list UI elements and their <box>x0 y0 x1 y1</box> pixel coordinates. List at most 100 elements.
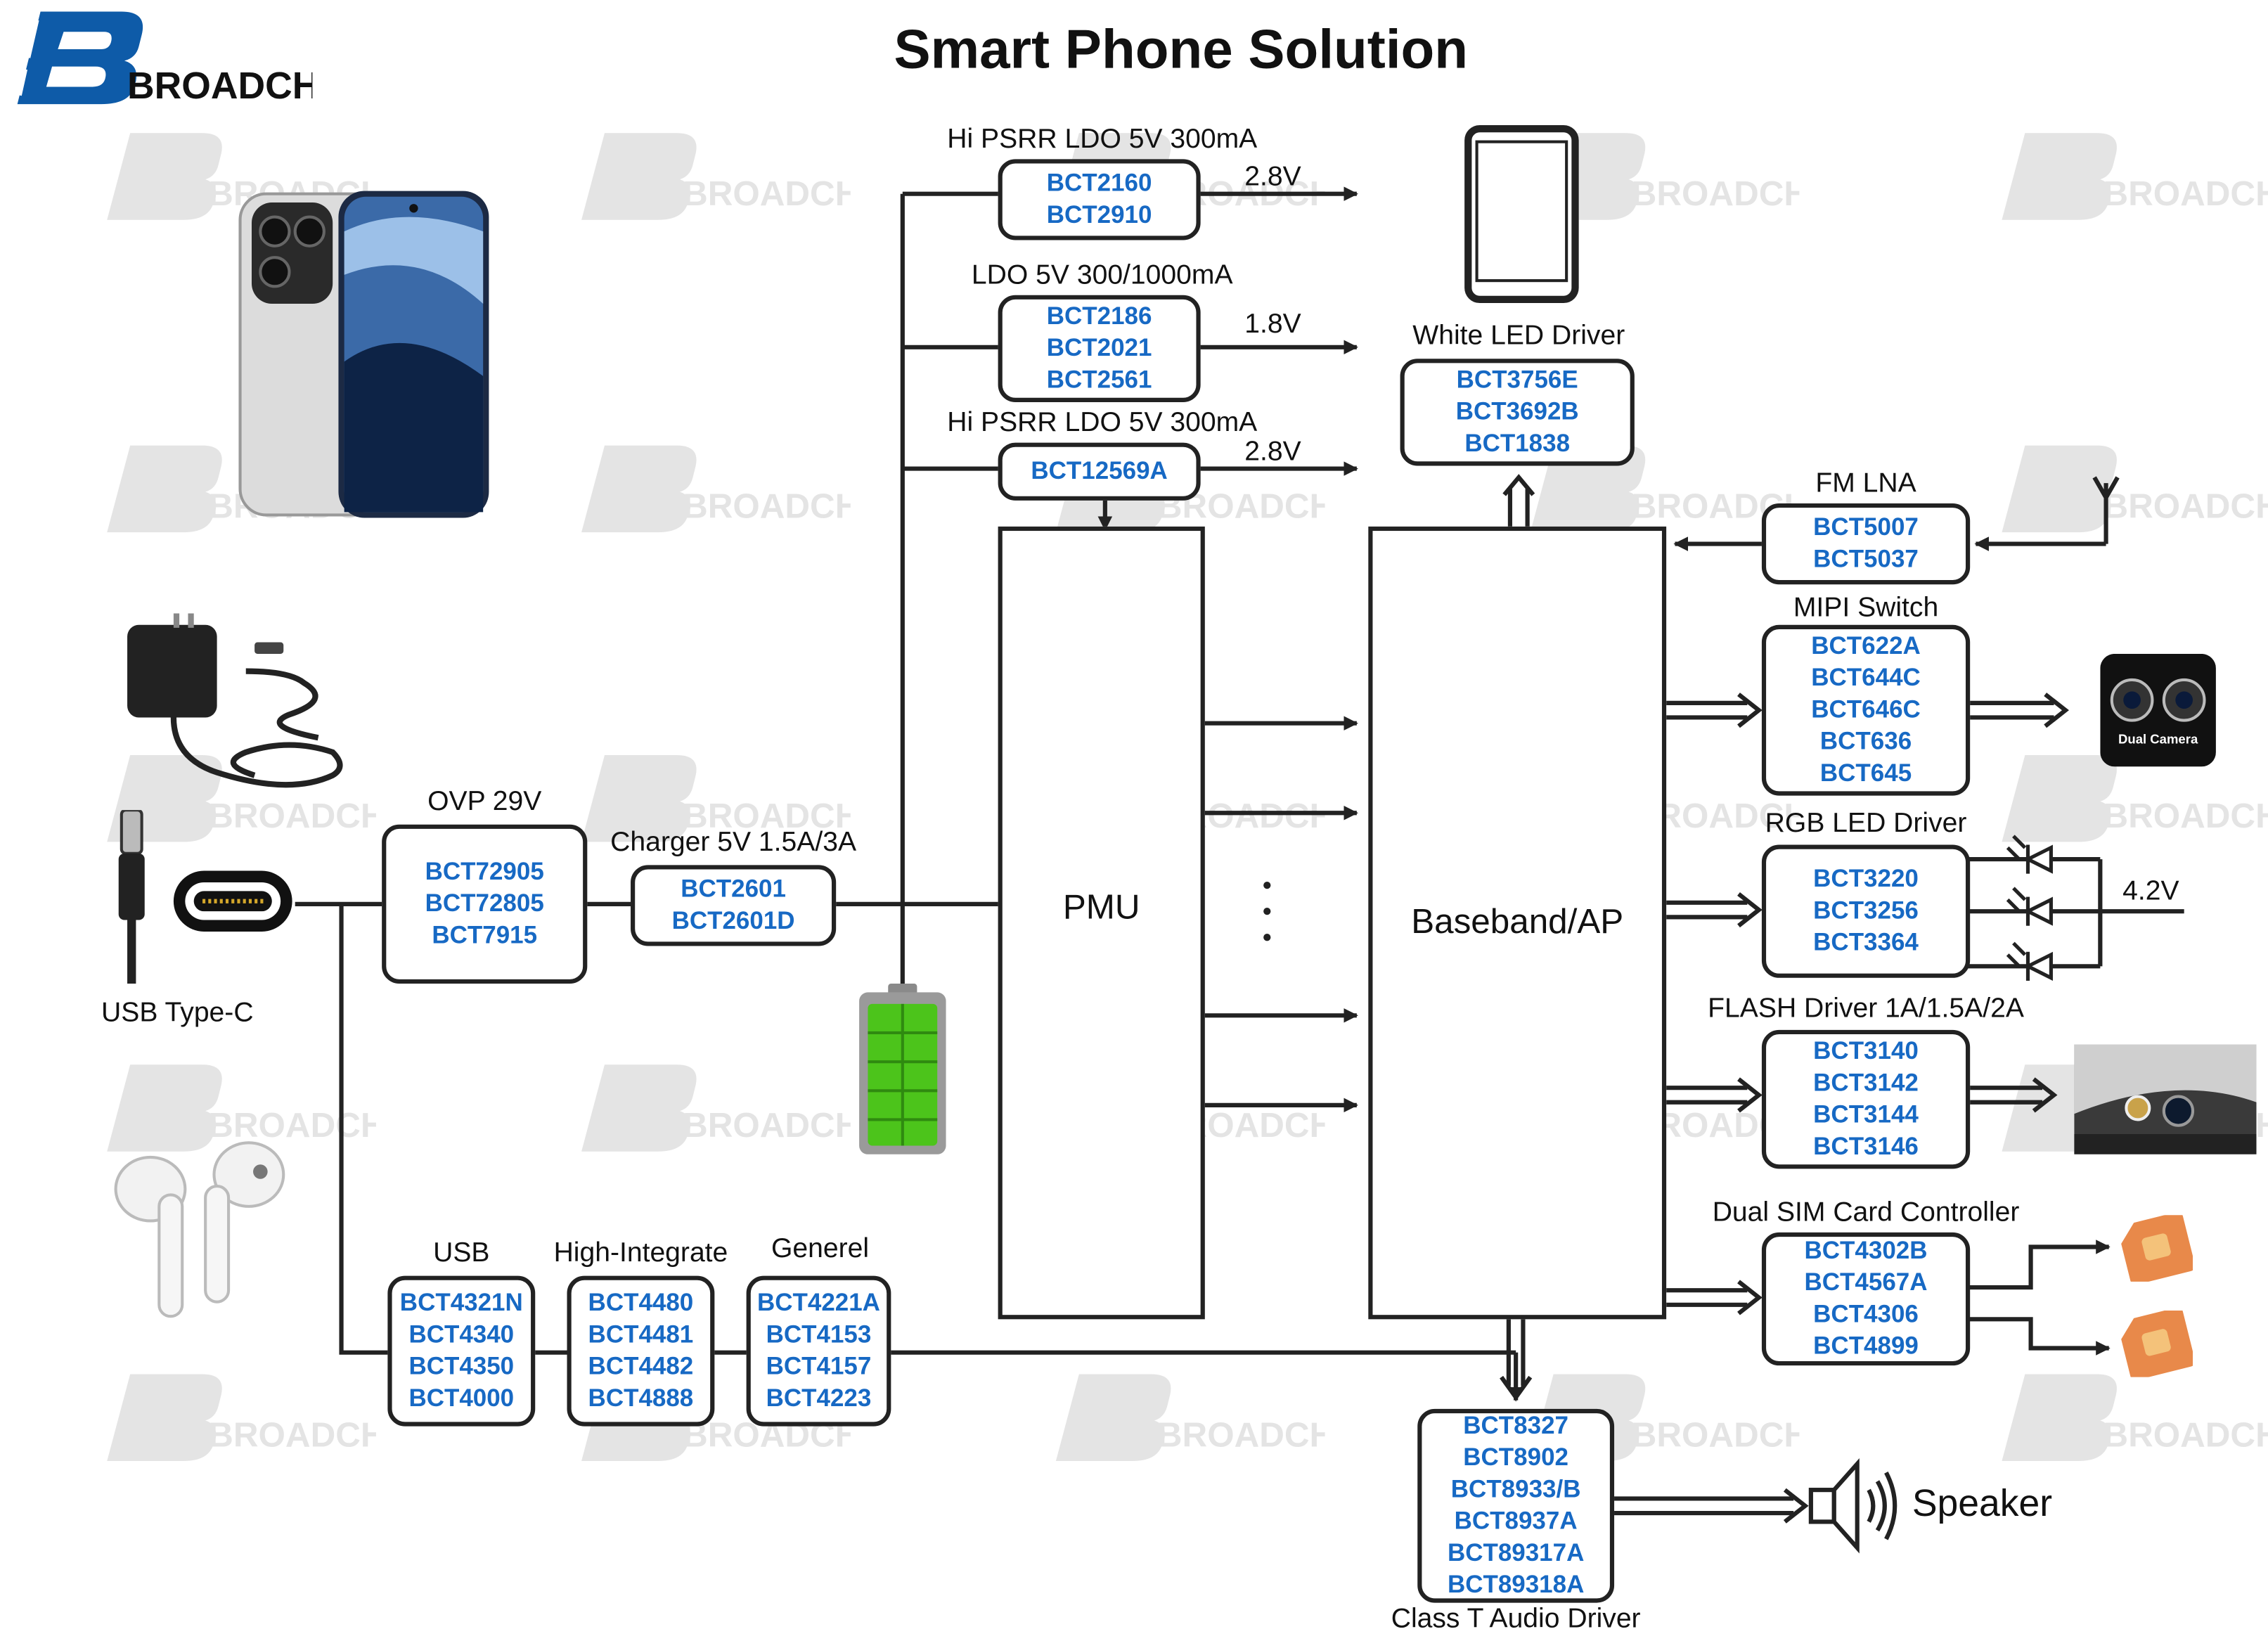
part-number: BCT2160 <box>1046 169 1152 197</box>
battery-icon <box>856 984 949 1157</box>
part-number: BCT4481 <box>588 1320 694 1349</box>
sim-card-icon-1 <box>2120 1211 2196 1285</box>
rgb-led-bus <box>1967 857 2184 969</box>
brand-name: BROADCHIP <box>127 65 312 107</box>
part-number: BCT4340 <box>408 1320 515 1349</box>
speaker-icon <box>1808 1457 1901 1554</box>
white-led-label: White LED Driver <box>1412 321 1625 352</box>
part-number: BCT3256 <box>1813 896 1919 925</box>
part-number: BCT4221A <box>756 1289 880 1317</box>
ldo2-voltage: 1.8V <box>1244 309 1301 340</box>
part-number: BCT89317A <box>1447 1539 1585 1567</box>
part-number: BCT4350 <box>408 1352 515 1380</box>
baseband-label: Baseband/AP <box>1411 902 1624 942</box>
dual-camera-label: Dual Camera <box>2118 732 2198 747</box>
mipi-to-camera <box>1970 700 2054 720</box>
part-number: BCT4153 <box>766 1320 872 1349</box>
part-number: BCT4302B <box>1804 1237 1928 1265</box>
bb-to-rgb <box>1666 900 1748 920</box>
sim-out-1 <box>1967 1240 2111 1290</box>
antenna-mast <box>2092 476 2120 544</box>
part-number: BCT4567A <box>1804 1268 1928 1296</box>
part-number: BCT4321N <box>399 1289 523 1317</box>
mipi-label: MIPI Switch <box>1793 593 1939 624</box>
part-number: BCT5037 <box>1813 545 1919 573</box>
part-number: BCT4306 <box>1813 1300 1919 1328</box>
part-number: BCT5007 <box>1813 513 1919 541</box>
usb-typec-port-icon <box>171 868 295 934</box>
page-title: Smart Phone Solution <box>894 20 1469 82</box>
ovp-label: OVP 29V <box>427 787 542 818</box>
audio-to-speaker <box>1614 1496 1794 1516</box>
generel-label: Generel <box>771 1233 870 1265</box>
usb-branch-line <box>339 903 388 1355</box>
part-number: BCT2021 <box>1046 334 1152 362</box>
ellipsis-dots <box>1263 881 1271 941</box>
audio-label: Class T Audio Driver <box>1391 1604 1641 1635</box>
part-number: BCT8902 <box>1463 1443 1568 1472</box>
part-number: BCT644C <box>1811 664 1921 692</box>
part-number: BCT4157 <box>766 1352 872 1380</box>
part-number: BCT2601D <box>671 906 795 935</box>
part-number: BCT12569A <box>1031 457 1168 485</box>
pmu-block: PMU <box>998 526 1205 1320</box>
part-number: BCT636 <box>1819 727 1912 755</box>
ldo2-label: LDO 5V 300/1000mA <box>971 260 1233 291</box>
part-number: BCT3142 <box>1813 1069 1919 1097</box>
part-number: BCT8933/B <box>1450 1475 1581 1503</box>
bb-to-flash <box>1666 1086 1748 1105</box>
part-number: BCT4482 <box>588 1352 694 1380</box>
diode-icon-2 <box>2006 887 2053 926</box>
part-number: BCT4480 <box>588 1289 694 1317</box>
usb-label: USB <box>433 1238 490 1269</box>
part-number: BCT645 <box>1819 759 1912 787</box>
part-number: BCT7915 <box>432 921 538 949</box>
part-number: BCT3692B <box>1455 397 1579 425</box>
broadchip-logo: BROADCHIP <box>8 6 355 107</box>
diode-icon-3 <box>2006 941 2053 981</box>
baseband-ap-block: Baseband/AP <box>1368 526 1667 1320</box>
ldo3-label: Hi PSRR LDO 5V 300mA <box>947 408 1258 439</box>
part-number: BCT2910 <box>1046 200 1152 229</box>
baseband-to-wled <box>1507 489 1530 527</box>
part-number: BCT4888 <box>588 1384 694 1412</box>
part-number: BCT4000 <box>408 1384 515 1412</box>
ldo3-voltage: 2.8V <box>1244 437 1301 468</box>
ldo1-voltage: 2.8V <box>1244 162 1301 193</box>
diode-icon-1 <box>2006 835 2053 874</box>
part-number: BCT72805 <box>425 889 544 918</box>
part-number: BCT646C <box>1811 695 1921 723</box>
earbuds-image <box>110 1137 312 1325</box>
part-number: BCT2601 <box>681 875 786 903</box>
part-number: BCT3140 <box>1813 1037 1919 1065</box>
flash-to-led <box>1970 1086 2043 1105</box>
part-number: BCT4223 <box>766 1384 872 1412</box>
usb-typec-label: USB Type-C <box>101 998 254 1029</box>
part-number: BCT8327 <box>1463 1412 1568 1440</box>
part-number: BCT8937A <box>1454 1507 1578 1535</box>
flash-camera-image <box>2074 1044 2257 1154</box>
sim-card-icon-2 <box>2120 1307 2196 1381</box>
sim-out-2 <box>1967 1317 2111 1356</box>
wled-arrowhead <box>1502 474 1535 496</box>
display-tablet-icon <box>1464 124 1580 304</box>
part-number: BCT4899 <box>1813 1332 1919 1360</box>
part-number: BCT72905 <box>425 858 544 886</box>
ldo1-label: Hi PSRR LDO 5V 300mA <box>947 124 1258 155</box>
bb-to-audio <box>1506 1319 1526 1386</box>
part-number: BCT3220 <box>1813 865 1919 893</box>
part-number: BCT3144 <box>1813 1100 1919 1128</box>
bb-to-sim <box>1666 1288 1748 1307</box>
rgb-voltage: 4.2V <box>2122 876 2179 907</box>
